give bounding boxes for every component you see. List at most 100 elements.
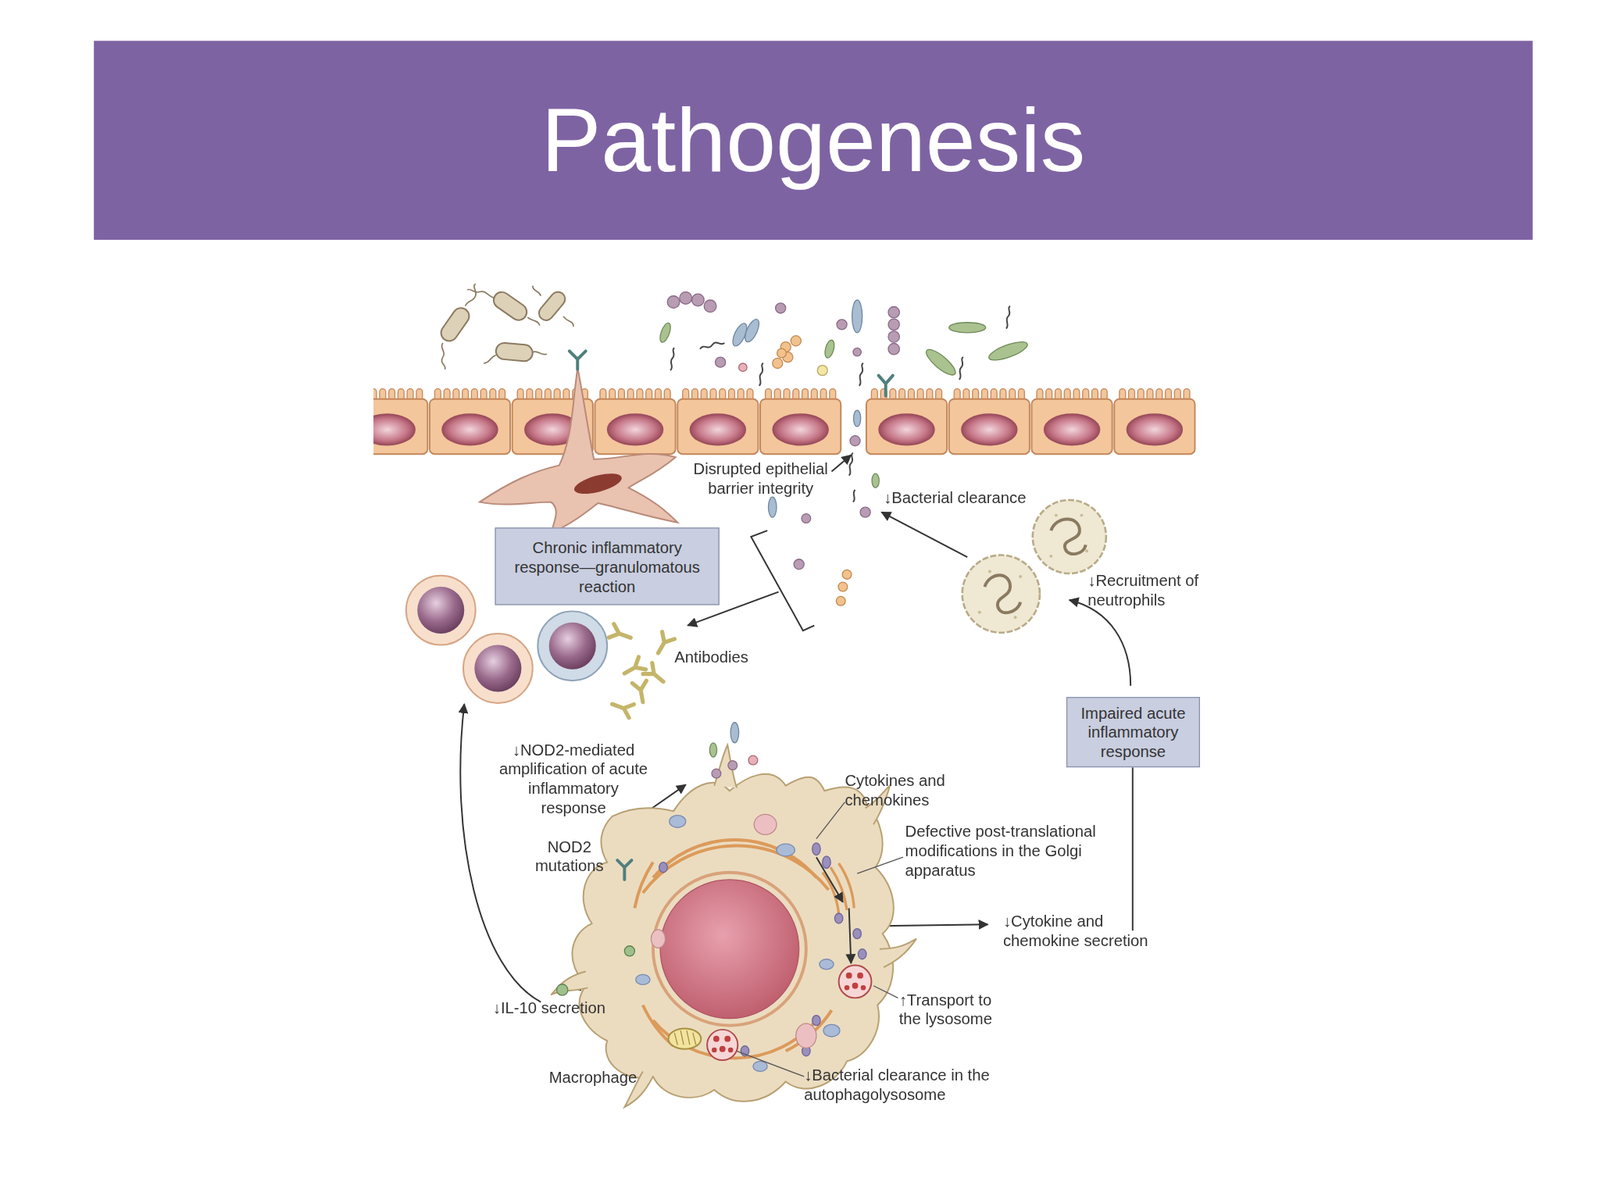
box-text: Impaired acute inflammatory response: [1072, 703, 1194, 761]
macrophage-cell: [624, 946, 635, 957]
annotation-label: Defective post-translational modificatio…: [905, 821, 1115, 879]
macrophage-cell: [711, 1035, 733, 1054]
bacteria: [527, 317, 540, 325]
macrophage-cell: [714, 744, 737, 788]
macrophage-cell: [796, 1023, 817, 1048]
macrophage-cell: [879, 939, 917, 968]
epithelium: [373, 389, 428, 455]
macrophage-cell: [849, 907, 852, 964]
macrophage-cell: [659, 842, 867, 1057]
bacteria: [490, 289, 531, 324]
macrophage-cell: [669, 815, 686, 829]
neutrophils: [1054, 514, 1058, 518]
released-bacteria: [748, 755, 758, 765]
macrophage-cell: [816, 857, 851, 964]
epithelium: [949, 389, 1030, 455]
arrows: [1069, 600, 1131, 686]
annotation-label: Antibodies: [674, 646, 749, 667]
immune-cells: [474, 644, 522, 692]
neutrophils: [1032, 500, 1107, 574]
bacteria: [853, 347, 861, 356]
macrophage-cell: [839, 965, 872, 999]
bacteria: [679, 292, 693, 305]
macrophage-cell: [653, 872, 807, 1026]
macrophage-cell: [857, 949, 866, 960]
bacteria: [850, 435, 861, 447]
bacteria: [888, 306, 900, 318]
bacteria: [768, 496, 777, 518]
bacteria: [441, 342, 446, 370]
title-text: Pathogenesis: [93, 40, 1533, 240]
bacteria: [535, 289, 568, 324]
bracket: [750, 530, 815, 631]
bacteria: [667, 296, 680, 309]
bacteria: [437, 304, 472, 345]
bacteria: [775, 303, 786, 314]
neutrophils: [978, 514, 1089, 620]
macrophage-cell: [812, 1015, 821, 1026]
bacteria: [532, 351, 547, 355]
bacteria: [835, 596, 846, 606]
annotation-label: Macrophage: [549, 1067, 638, 1087]
immune-cells: [406, 575, 476, 646]
bacteria: [860, 507, 871, 518]
macrophage-cell: [617, 860, 632, 880]
bacteria: [790, 335, 801, 347]
neutrophils: [1049, 554, 1053, 558]
receptor: [878, 375, 893, 397]
bacteria: [888, 343, 900, 355]
leader-lines: [736, 802, 904, 1077]
annotation-label: NOD2 mutations: [528, 836, 611, 876]
neutrophils: [1014, 615, 1018, 619]
epithelium: [677, 389, 758, 455]
annotation-label: ↓IL-10 secretion: [492, 997, 606, 1018]
neutrophils: [1018, 575, 1022, 579]
macrophage-cell: [674, 1030, 696, 1045]
macrophage-cell: [711, 1047, 718, 1054]
macrophage-cell: [822, 856, 831, 869]
macrophage-cell: [728, 1047, 734, 1054]
macrophage-cell: [724, 1035, 731, 1043]
antibodies: [610, 697, 635, 718]
bacteria: [742, 317, 762, 344]
released-bacteria: [711, 768, 722, 779]
bacteria: [670, 306, 1011, 503]
leader-lines: [736, 1050, 804, 1077]
released-bacteria: [730, 722, 739, 743]
leader-lines: [857, 857, 904, 874]
macrophage-cell: [844, 972, 866, 991]
bacteria: [670, 347, 675, 371]
bacteria: [437, 283, 1029, 606]
antibodies: [609, 624, 634, 645]
macrophage-cell: [550, 971, 588, 995]
bacteria: [703, 300, 717, 313]
bacteria: [842, 569, 852, 579]
bacteria: [692, 293, 705, 307]
epithelium: [373, 389, 1195, 455]
annotation-label: Disrupted epithelial barrier integrity: [681, 459, 840, 499]
neutrophils: [1080, 514, 1084, 518]
bacteria: [700, 342, 725, 349]
bacteria: [888, 318, 900, 330]
neutrophils: [988, 569, 992, 573]
bacteria: [667, 292, 900, 368]
macrophage-cell: [857, 972, 864, 979]
macrophage-cell: [753, 1060, 768, 1072]
macrophage-cell: [660, 879, 800, 1019]
macrophage-cell: [571, 774, 893, 1102]
bacteria: [465, 283, 477, 307]
neutrophils: [1050, 518, 1086, 554]
process-box: Impaired acute inflammatory response: [1066, 696, 1200, 768]
dendritic-cell: [479, 367, 678, 533]
neutrophils: [962, 555, 1040, 633]
antibodies: [621, 657, 647, 680]
released-bacteria: [709, 742, 717, 758]
leader-lines: [873, 985, 898, 999]
macrophage-cell: [707, 1029, 738, 1061]
bacteria: [817, 365, 828, 376]
bacteria: [852, 300, 863, 333]
bacteria: [853, 489, 856, 503]
antibodies: [652, 632, 675, 658]
macrophage-cell: [823, 1024, 840, 1037]
